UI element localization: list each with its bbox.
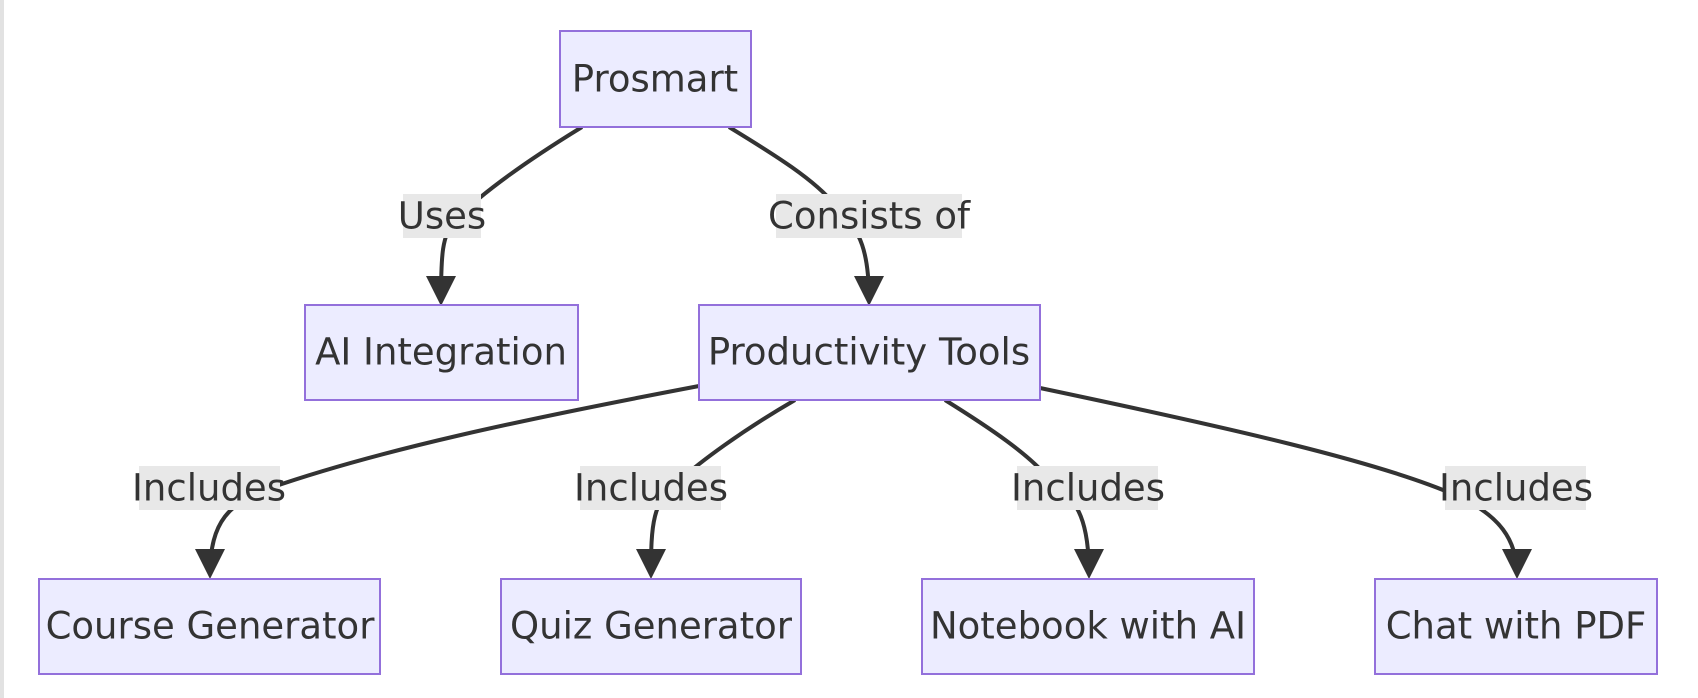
edge-label-text: Uses [398, 195, 486, 238]
edge-label-includes-chat: Includes [1439, 466, 1593, 510]
edge-label-text: Includes [574, 467, 728, 510]
node-label: Productivity Tools [708, 331, 1030, 374]
edge-label-text: Includes [132, 467, 286, 510]
arrowhead-icon [1074, 549, 1104, 579]
edge-label-uses: Uses [398, 194, 486, 238]
arrowhead-icon [636, 549, 666, 579]
node-chat-with-pdf: Chat with PDF [1374, 578, 1658, 675]
arrowhead-icon [854, 276, 884, 306]
arrowhead-icon [1502, 549, 1532, 579]
node-label: Course Generator [46, 605, 376, 648]
edge-label-text: Consists of [768, 195, 971, 238]
node-ai-integration: AI Integration [304, 304, 579, 401]
node-label: Prosmart [572, 58, 738, 101]
node-label: Chat with PDF [1386, 605, 1647, 648]
node-quiz-generator: Quiz Generator [500, 578, 802, 675]
edge-label-text: Includes [1011, 467, 1165, 510]
arrowhead-icon [426, 276, 456, 306]
node-productivity-tools: Productivity Tools [698, 304, 1041, 401]
edge-label-includes-quiz: Includes [574, 466, 728, 510]
node-prosmart: Prosmart [559, 30, 752, 128]
edge-productivity-tools-to-chat-with-pdf [1039, 386, 1532, 579]
edge-productivity-tools-to-course-generator [195, 384, 700, 579]
node-label: AI Integration [315, 331, 567, 374]
arrowhead-icon [195, 549, 225, 579]
node-notebook-with-ai: Notebook with AI [921, 578, 1255, 675]
node-label: Quiz Generator [510, 605, 793, 648]
edge-label-includes-notebook: Includes [1011, 466, 1165, 510]
node-label: Notebook with AI [930, 605, 1246, 648]
edge-label-text: Includes [1439, 467, 1593, 510]
edge-label-includes-course: Includes [132, 466, 286, 510]
edge-label-consists-of: Consists of [768, 194, 971, 238]
node-course-generator: Course Generator [38, 578, 381, 675]
canvas-edge [0, 0, 4, 698]
